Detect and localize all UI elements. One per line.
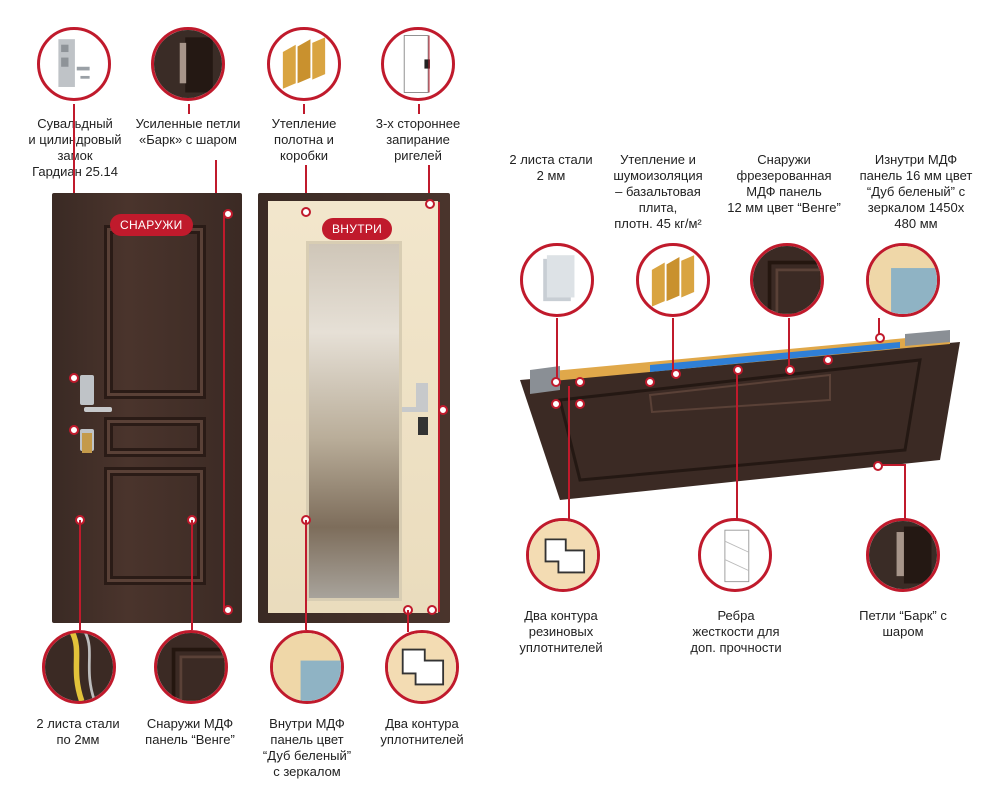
- inner-handle: [402, 407, 428, 412]
- hinge-feature-circle: [151, 27, 225, 101]
- lock-caption: Сувальдныйи цилиндровый замокГардиан 25.…: [28, 116, 122, 179]
- lock-icon: [58, 39, 90, 87]
- insulation-icon: [282, 37, 326, 89]
- marker-dot: [875, 333, 885, 343]
- mirror-panel-icon: [273, 633, 341, 701]
- steel-feature-circle: [42, 630, 116, 704]
- mdf-panel-bottom: [104, 467, 206, 585]
- door-handle: [84, 407, 112, 412]
- mirror: [306, 241, 402, 601]
- connector: [79, 520, 81, 630]
- marker-dot: [551, 377, 561, 387]
- oak-mdf-panel: [268, 201, 438, 613]
- steel-sheet-icon: [45, 633, 113, 701]
- connector: [904, 466, 906, 520]
- r-mdf-circle: [750, 243, 824, 317]
- stiffener-icon: [724, 529, 750, 583]
- seal-feature-circle: [385, 630, 459, 704]
- badge-inside: ВНУТРИ: [322, 218, 393, 240]
- marker-dot: [301, 207, 311, 217]
- r-insulation-circle: [636, 243, 710, 317]
- connector: [568, 386, 570, 521]
- door-outside-view: [52, 193, 242, 623]
- night-latch: [418, 417, 428, 435]
- connector: [788, 318, 790, 370]
- marker-dot: [873, 461, 883, 471]
- connector: [305, 520, 307, 630]
- marker-dot: [438, 405, 448, 415]
- hinge-icon: [869, 521, 937, 589]
- marker-dot: [785, 365, 795, 375]
- marker-dot: [575, 399, 585, 409]
- mdf-panel-icon: [157, 633, 225, 701]
- marker-dot: [425, 199, 435, 209]
- bolt-feature-circle: [381, 27, 455, 101]
- badge-outside: СНАРУЖИ: [110, 214, 193, 236]
- seal-contour-icon: [529, 521, 597, 589]
- connector: [188, 104, 190, 114]
- seal-contour-icon: [388, 633, 456, 701]
- connector: [305, 165, 307, 210]
- bolt-icon: [403, 35, 430, 93]
- connector: [556, 318, 558, 378]
- r-mirror-circle: [866, 243, 940, 317]
- connector: [407, 610, 409, 632]
- connector: [428, 165, 430, 205]
- steel-sheet-icon: [543, 255, 575, 302]
- marker-dot: [645, 377, 655, 387]
- connector: [191, 520, 193, 630]
- r-steel-circle: [520, 243, 594, 317]
- r-stiffener-circle: [698, 518, 772, 592]
- keys: [82, 433, 92, 453]
- marker-dot: [69, 425, 79, 435]
- marker-dot: [551, 399, 561, 409]
- mdf-panel-middle: [104, 417, 206, 457]
- inner-lock: [416, 383, 428, 409]
- connector: [878, 464, 906, 466]
- lock-feature-circle: [37, 27, 111, 101]
- mdf-panel-icon: [753, 246, 821, 314]
- marker-dot: [575, 377, 585, 387]
- connector: [672, 318, 674, 373]
- r-hinge-circle: [866, 518, 940, 592]
- connector: [418, 104, 420, 114]
- connector: [215, 160, 217, 212]
- connector: [223, 212, 225, 612]
- marker-dot: [69, 373, 79, 383]
- mdf-feature-circle: [154, 630, 228, 704]
- marker-dot: [223, 605, 233, 615]
- insulation-feature-circle: [267, 27, 341, 101]
- connector: [736, 370, 738, 520]
- marker-dot: [427, 605, 437, 615]
- r-seal-circle: [526, 518, 600, 592]
- mirror-panel-icon: [869, 246, 937, 314]
- mdf-panel-top: [104, 225, 206, 399]
- insulation-icon: [651, 255, 695, 307]
- marker-dot: [733, 365, 743, 375]
- marker-dot: [671, 369, 681, 379]
- lock-cylinder: [80, 375, 94, 405]
- connector: [878, 318, 880, 338]
- door-cross-section: [520, 330, 960, 500]
- door-inside-view: [258, 193, 450, 623]
- connector: [303, 104, 305, 114]
- hinge-icon: [154, 30, 222, 98]
- mirror-feature-circle: [270, 630, 344, 704]
- hinge-caption: Усиленные петли«Барк» с шаром: [135, 116, 241, 147]
- marker-dot: [823, 355, 833, 365]
- marker-dot: [223, 209, 233, 219]
